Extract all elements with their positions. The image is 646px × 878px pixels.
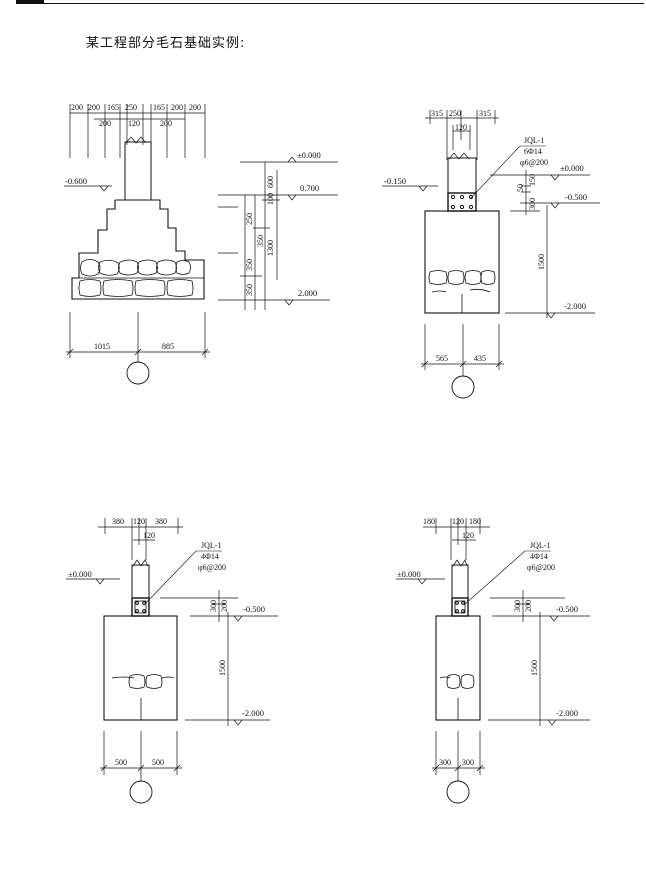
d1-vdim-1300: 1300 (266, 240, 275, 256)
d1-level-ground: -0.600 (65, 176, 87, 186)
d1-vdim-350c: 350 (245, 284, 254, 296)
d2-vdim-150: 150 (528, 174, 537, 186)
d4-vdim-1500: 1500 (530, 660, 539, 676)
d3-top-dim-1: 380 (112, 517, 124, 526)
d3-vdim-200: 200 (220, 600, 229, 612)
d4-rebar-main: 4Φ14 (530, 552, 548, 561)
d2-rebar-main: 6Φ14 (524, 147, 542, 156)
d4-vdim-200: 200 (524, 600, 533, 612)
d2-level-top: ±0.000 (560, 163, 584, 173)
diagram-2: 315 250 315 120 JQL-1 6Φ14 φ6@200 -0.150 (382, 109, 600, 399)
page-title: 某工程部分毛石基础实例: (86, 36, 246, 51)
page-top-rule-line (44, 3, 644, 4)
d2-second-dim: 120 (455, 123, 467, 132)
diagram-4: 180 120 180 120 JQL-1 4Φ14 φ6@200 ±0.000 (396, 517, 590, 804)
d4-second-dim: 120 (462, 531, 474, 540)
d2-top-dim-1: 315 (431, 109, 443, 118)
d2-level-bottom: -2.000 (564, 301, 586, 311)
d3-axis-bubble (129, 780, 153, 804)
d1-second-dim-2: 120 (128, 119, 140, 128)
d2-wall (447, 157, 477, 194)
d4-level-beam-bottom: -0.500 (556, 604, 578, 614)
diagram-3: 380 120 380 120 JQL-1 4Φ14 φ6@200 ±0.000 (66, 517, 278, 804)
d2-level-ground: -0.150 (384, 176, 406, 186)
d1-top-dim-6: 200 (171, 103, 183, 112)
d3-rubble-stones (111, 674, 175, 720)
d4-top-dim-2: 120 (452, 517, 464, 526)
d1-top-dim-3: 165 (107, 103, 119, 112)
d1-axis-bubble (126, 361, 150, 385)
d3-rubble-footing (103, 615, 178, 721)
d1-top-dim-2: 200 (88, 103, 100, 112)
d2-axis-bubble (451, 375, 475, 399)
d3-rebar-main: 4Φ14 (201, 552, 219, 561)
d1-bottom-dim-left: 1015 (94, 342, 110, 351)
d2-top-dim-3: 315 (479, 109, 491, 118)
d4-rubble-stones (439, 674, 475, 720)
d4-leader-line (463, 550, 526, 606)
d2-rubble-stones (428, 270, 496, 313)
d3-second-dim: 120 (143, 531, 155, 540)
d1-vdim-350b: 350 (245, 259, 254, 271)
d2-beam-label: JQL-1 (524, 136, 544, 145)
d3-beam-label: JQL-1 (201, 541, 221, 550)
page-top-rule-mark (16, 0, 44, 4)
d3-rebar-stirrup: φ6@200 (198, 563, 226, 572)
d3-level-bottom: -2.000 (242, 708, 264, 718)
d1-second-dim-3: 200 (160, 119, 172, 128)
d2-level-beam-bottom: -0.500 (565, 192, 587, 202)
d3-level-ground: ±0.000 (68, 569, 92, 579)
page-top-rule (16, 0, 644, 5)
d2-top-dim-2: 250 (449, 109, 461, 118)
d1-level-top: ±0.000 (297, 150, 321, 160)
d1-rubble-stones (72, 259, 204, 297)
d1-level-bottom: 2.000 (298, 288, 317, 298)
d2-vdim-300: 300 (528, 198, 537, 210)
d1-wall (124, 141, 152, 201)
d1-vdim-250: 250 (245, 213, 254, 225)
d3-bottom-dim-left: 500 (115, 758, 127, 767)
d4-level-bottom: -2.000 (556, 708, 578, 718)
d1-vdim-100: 100 (266, 193, 275, 205)
d4-vdim-300: 300 (513, 600, 522, 612)
d3-top-dim-2: 120 (133, 517, 145, 526)
d1-second-dim-1: 200 (99, 119, 111, 128)
d2-bottom-dim-right: 435 (474, 354, 486, 363)
diagram-1: 200 200 165 250 165 200 200 200 120 200 … (64, 103, 338, 385)
d4-bottom-dim-right: 300 (462, 758, 474, 767)
d3-vdim-1500: 1500 (218, 660, 227, 676)
d2-bottom-dim-left: 565 (436, 354, 448, 363)
d4-bottom-dim-left: 300 (439, 758, 451, 767)
d1-top-dim-7: 200 (189, 103, 201, 112)
d2-vdim-1500: 1500 (537, 254, 546, 270)
d1-top-dim-4: 250 (125, 103, 137, 112)
d2-rebar-stirrup: φ6@200 (520, 158, 548, 167)
d3-top-dim-3: 380 (155, 517, 167, 526)
d3-leader-line (143, 550, 197, 606)
d4-level-ground: ±0.000 (397, 569, 421, 579)
d2-vdim-50: 50 (516, 184, 525, 192)
d4-top-dim-3: 180 (469, 517, 481, 526)
d4-axis-bubble (446, 780, 470, 804)
d3-level-beam-bottom: -0.500 (243, 604, 265, 614)
d3-wall (131, 564, 150, 599)
d4-top-dim-1: 180 (423, 517, 435, 526)
d1-vdim-600: 600 (266, 176, 275, 188)
d1-level-2: 0.700 (300, 183, 319, 193)
d4-beam-label: JQL-1 (530, 541, 550, 550)
d1-stepped-foundation (71, 199, 205, 300)
d4-wall (451, 564, 469, 599)
d1-top-dim-5: 165 (153, 103, 165, 112)
d4-rebar-stirrup: φ6@200 (527, 563, 555, 572)
d2-leader-line (469, 145, 521, 200)
d1-top-dim-1: 200 (71, 103, 83, 112)
d3-bottom-dim-right: 500 (152, 758, 164, 767)
d1-bottom-dim-right: 885 (162, 342, 174, 351)
d1-vdim-350a: 350 (256, 235, 265, 247)
d3-vdim-300: 300 (209, 600, 218, 612)
